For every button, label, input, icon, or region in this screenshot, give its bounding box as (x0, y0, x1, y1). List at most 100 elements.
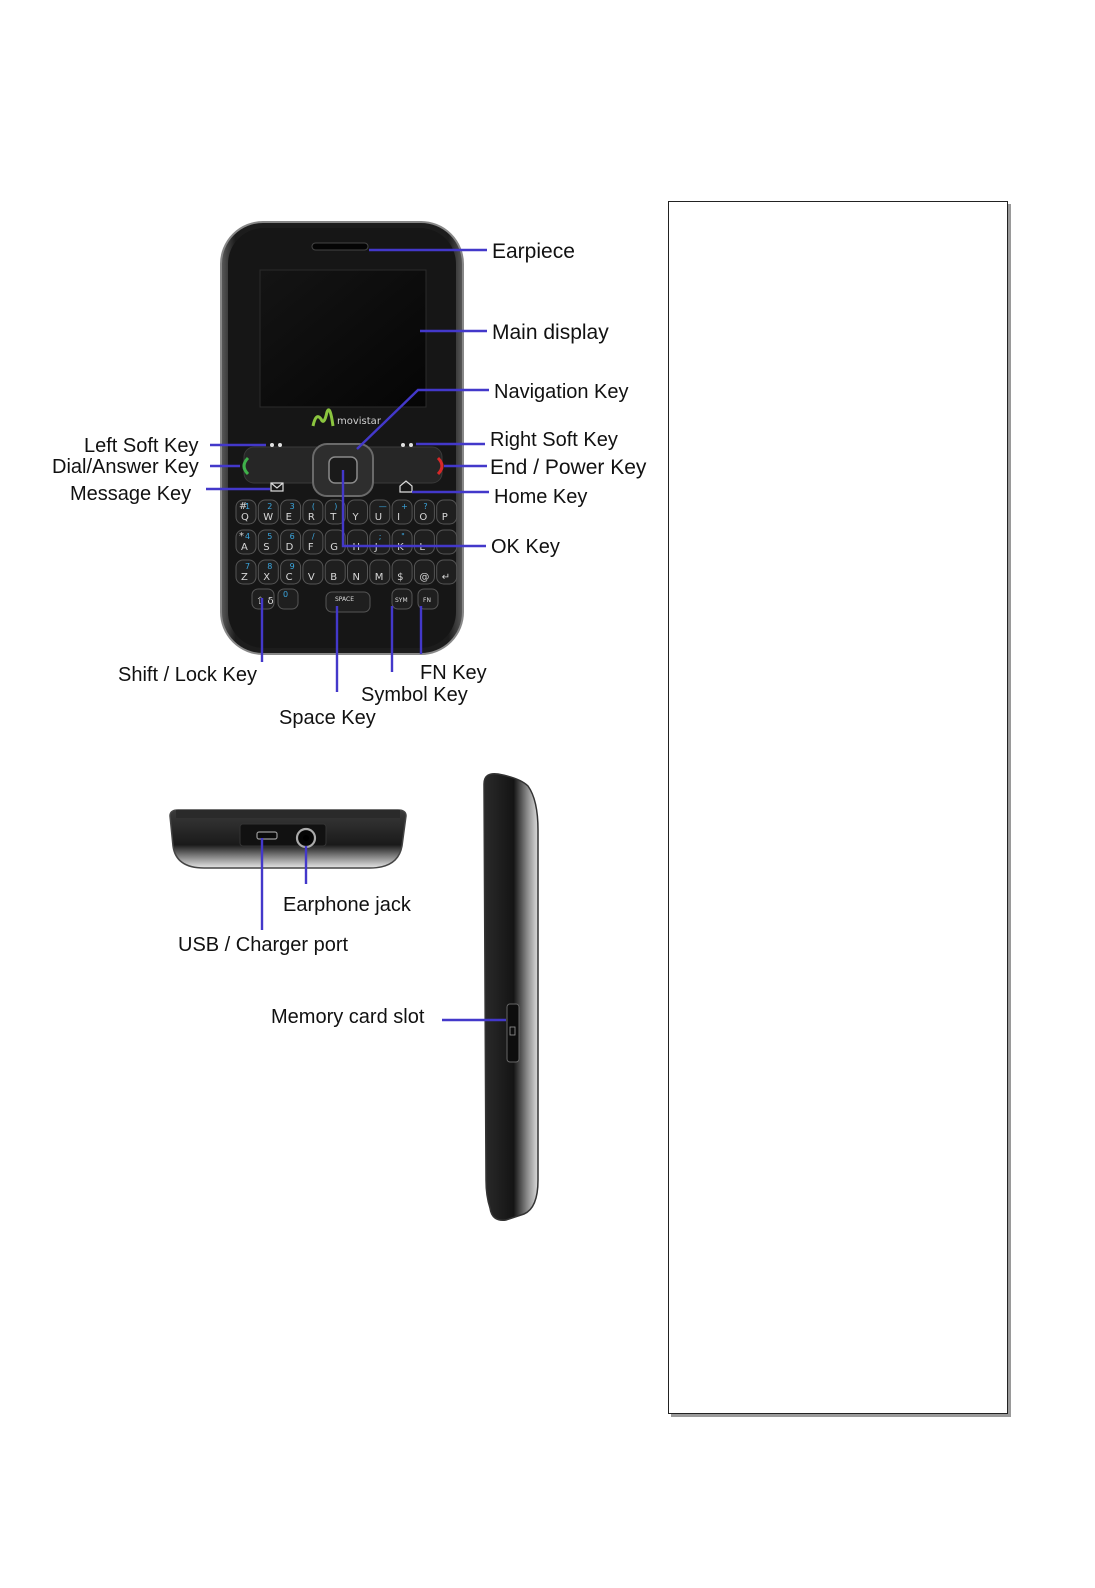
key-symbol-label: * (239, 531, 244, 542)
navigation-key-label: Navigation Key (494, 381, 629, 403)
keyboard-key[interactable] (347, 559, 368, 585)
keyboard-key[interactable] (324, 499, 346, 525)
key-number-label: ( (312, 502, 315, 511)
right-soft-key[interactable] (401, 443, 413, 447)
svg-text:0: 0 (283, 590, 288, 599)
keyboard-key[interactable] (324, 529, 346, 555)
key-number-label: ? (423, 502, 427, 511)
keyboard-key[interactable] (280, 499, 302, 525)
earphone-jack-label: Earphone jack (283, 894, 412, 916)
keyboard-key[interactable] (436, 529, 458, 555)
keyboard-key[interactable] (391, 529, 413, 555)
home-key-label: Home Key (494, 486, 587, 508)
brand-logo: movistar (311, 408, 382, 427)
key-number-label: ) (334, 502, 337, 511)
dial-answer-key[interactable] (242, 456, 250, 476)
keyboard-key[interactable] (280, 559, 302, 585)
key-number-label: 5 (267, 532, 272, 541)
key-number-label: " (401, 532, 405, 541)
key-number-label: 6 (290, 532, 295, 541)
keyboard-key[interactable] (302, 499, 324, 525)
brand-text: movistar (337, 416, 382, 427)
keyboard-key[interactable] (257, 559, 279, 585)
key-number-label: 2 (267, 502, 272, 511)
bottom-key-ridges (176, 810, 400, 818)
keyboard-key[interactable] (413, 499, 435, 525)
key-letter-label: N (353, 572, 360, 583)
keyboard-key[interactable] (235, 499, 257, 525)
key-letter-label: Z (241, 572, 248, 583)
key-letter-label: L (419, 542, 425, 553)
key-letter-label: V (308, 572, 315, 583)
end-power-key-label: End / Power Key (490, 456, 647, 479)
key-number-label: 7 (245, 562, 250, 571)
end-power-key[interactable] (436, 456, 444, 476)
usb-charger-port[interactable] (256, 831, 278, 840)
home-key[interactable] (399, 480, 413, 493)
keyboard-key[interactable] (235, 529, 257, 555)
phone-side-view: Memory card slot (271, 772, 539, 1221)
key-letter-label: O (419, 512, 427, 523)
space-key-label: Space Key (279, 707, 376, 729)
key-letter-label: B (330, 572, 337, 583)
keyboard-key[interactable] (302, 529, 324, 555)
left-soft-key[interactable] (270, 443, 282, 447)
key-letter-label: S (263, 542, 269, 553)
key-letter-label: R (308, 512, 315, 523)
key-letter-label: M (375, 572, 384, 583)
key-letter-label: T (329, 512, 337, 523)
keyboard-key[interactable] (369, 559, 391, 585)
keyboard-key[interactable] (413, 559, 435, 585)
keyboard-key[interactable] (391, 559, 413, 585)
keyboard-key[interactable] (413, 529, 435, 555)
key-number-label: 9 (290, 562, 295, 571)
message-key[interactable] (270, 482, 284, 492)
right-soft-key-label: Right Soft Key (490, 429, 618, 451)
keyboard-key[interactable] (302, 559, 324, 585)
keyboard-key[interactable] (347, 529, 368, 555)
shift-lock-key-label: Shift / Lock Key (118, 664, 257, 686)
symbol-key-label: Symbol Key (361, 684, 468, 706)
key-number-label: / (312, 532, 315, 541)
keyboard-key[interactable] (235, 559, 257, 585)
key-letter-label: A (241, 542, 248, 553)
key-number-label: — (379, 502, 387, 511)
key-letter-label: ↵ (442, 572, 450, 583)
keyboard-key[interactable] (257, 499, 279, 525)
keyboard-key[interactable] (347, 499, 368, 525)
fn-key-body[interactable] (417, 588, 439, 610)
keyboard-key[interactable] (369, 499, 391, 525)
key-letter-label: K (397, 542, 404, 553)
dial-answer-key-label: Dial/Answer Key (52, 456, 199, 478)
keyboard-key[interactable] (280, 529, 302, 555)
fn-key-label: FN Key (420, 662, 487, 684)
keyboard-key[interactable] (436, 559, 458, 585)
key-letter-label: H (353, 542, 361, 553)
key-zero[interactable] (277, 588, 299, 610)
key-letter-label: Q (241, 512, 249, 523)
keyboard-key[interactable] (436, 499, 458, 525)
key-letter-label: J (374, 542, 378, 553)
keyboard-key[interactable] (369, 529, 391, 555)
message-key-label: Message Key (70, 483, 191, 505)
keyboard-key[interactable] (324, 559, 346, 585)
keyboard-key[interactable] (257, 529, 279, 555)
memory-card-slot[interactable] (506, 1003, 520, 1063)
key-letter-label: C (286, 572, 293, 583)
key-number-label: + (401, 502, 408, 511)
key-letter-label: Y (352, 512, 360, 523)
fn-key-text: FN (423, 597, 431, 604)
notes-panel (668, 201, 1008, 1414)
key-letter-label: $ (397, 572, 403, 583)
key-letter-label: X (263, 572, 270, 583)
left-soft-key-label: Left Soft Key (84, 435, 199, 457)
phone-bottom-view: Earphone jack USB / Charger port (169, 809, 412, 956)
keyboard-key[interactable] (391, 499, 413, 525)
key-letter-label: P (442, 512, 448, 523)
earpiece-slot (311, 242, 369, 251)
symbol-key-body[interactable] (391, 588, 413, 610)
front-callouts: Earpiece Main display Navigation Key Lef… (52, 240, 647, 729)
